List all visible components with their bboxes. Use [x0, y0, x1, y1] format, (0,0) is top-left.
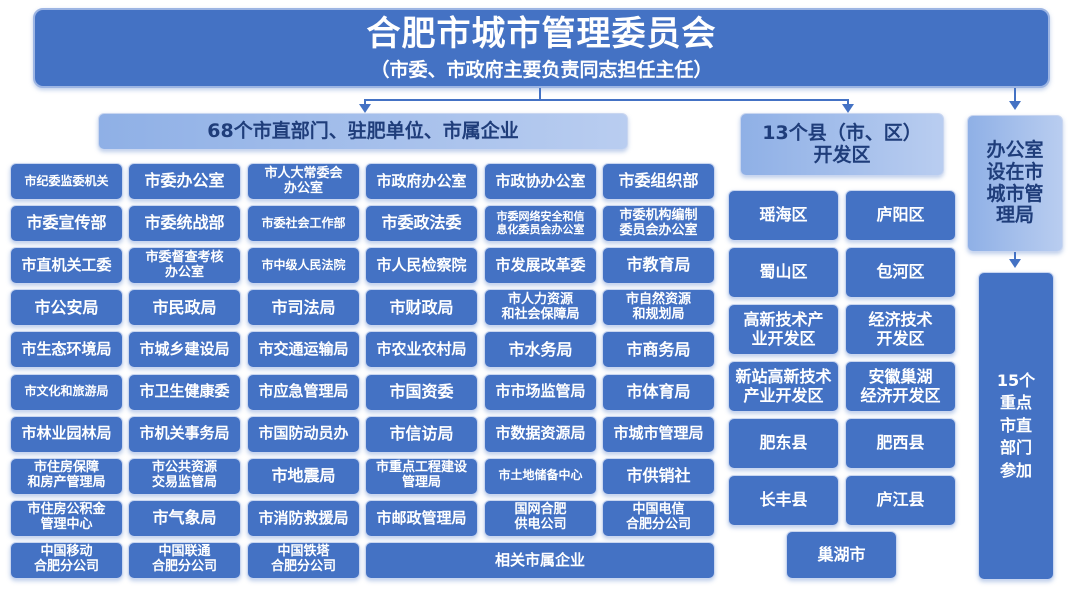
department-box: 市人大常委会 办公室	[247, 163, 360, 200]
county-box: 瑶海区	[728, 190, 839, 241]
department-box: 市财政局	[365, 289, 478, 327]
county-box: 高新技术产 业开发区	[728, 304, 839, 355]
department-box: 市交通运输局	[247, 331, 360, 369]
department-box: 国网合肥 供电公司	[484, 499, 597, 537]
department-box: 中国电信 合肥分公司	[602, 499, 715, 537]
department-box: 市农业农村局	[365, 331, 478, 369]
department-box: 市城乡建设局	[128, 331, 241, 369]
department-box: 相关市属企业	[365, 541, 715, 579]
department-box: 市委政法委	[365, 205, 478, 243]
department-box: 市体育局	[602, 373, 715, 411]
department-box: 市人力资源 和社会保障局	[484, 289, 597, 327]
county-box: 长丰县	[728, 475, 839, 526]
county-box: 肥东县	[728, 418, 839, 469]
connector	[539, 88, 541, 100]
arrow-down-icon	[1009, 259, 1021, 268]
department-box: 市政府办公室	[365, 163, 478, 200]
arrow-down-icon	[842, 104, 854, 113]
office-box: 办公室 设在市 城市管 理局	[967, 115, 1063, 252]
department-box: 市纪委监委机关	[10, 163, 123, 200]
connector	[364, 99, 366, 105]
department-box: 市城市管理局	[602, 415, 715, 453]
county-box: 肥西县	[845, 418, 956, 469]
department-box: 市林业园林局	[10, 415, 123, 453]
department-box: 中国联通 合肥分公司	[128, 541, 241, 579]
department-box: 市地震局	[247, 457, 360, 495]
connector	[1014, 88, 1016, 102]
committee-title-box: 合肥市城市管理委员会 （市委、市政府主要负责同志担任主任）	[33, 8, 1050, 88]
county-box: 庐阳区	[845, 190, 956, 241]
department-box: 市中级人民法院	[247, 247, 360, 285]
department-box: 市住房公积金 管理中心	[10, 499, 123, 537]
department-box: 市机关事务局	[128, 415, 241, 453]
department-box: 市自然资源 和规划局	[602, 289, 715, 327]
county-box: 庐江县	[845, 475, 956, 526]
key-departments-box: 15个 重点 市直 部门 参加	[978, 272, 1054, 580]
counties-header: 13个县（市、区） 开发区	[740, 113, 944, 176]
department-box: 市委机构编制 委员会办公室	[602, 205, 715, 243]
department-box: 市公共资源 交易监管局	[128, 457, 241, 495]
department-box: 中国移动 合肥分公司	[10, 541, 123, 579]
county-box: 包河区	[845, 247, 956, 298]
department-box: 市委网络安全和信 息化委员会办公室	[484, 205, 597, 243]
department-box: 市直机关工委	[10, 247, 123, 285]
county-box: 巢湖市	[786, 531, 897, 579]
department-box: 市国资委	[365, 373, 478, 411]
connector	[364, 99, 849, 101]
county-box: 新站高新技术 产业开发区	[728, 361, 839, 412]
county-box: 安徽巢湖 经济开发区	[845, 361, 956, 412]
arrow-down-icon	[359, 104, 371, 113]
department-box: 市国防动员办	[247, 415, 360, 453]
department-box: 市委宣传部	[10, 205, 123, 243]
department-box: 市土地储备中心	[484, 457, 597, 495]
department-box: 市市场监管局	[484, 373, 597, 411]
connector	[847, 99, 849, 105]
department-box: 市委统战部	[128, 205, 241, 243]
department-box: 市商务局	[602, 331, 715, 369]
department-box: 市民政局	[128, 289, 241, 327]
department-box: 中国铁塔 合肥分公司	[247, 541, 360, 579]
department-box: 市住房保障 和房产管理局	[10, 457, 123, 495]
department-box: 市人民检察院	[365, 247, 478, 285]
department-box: 市政协办公室	[484, 163, 597, 200]
committee-subtitle: （市委、市政府主要负责同志担任主任）	[370, 58, 713, 81]
arrow-down-icon	[1009, 101, 1021, 110]
department-box: 市数据资源局	[484, 415, 597, 453]
department-box: 市文化和旅游局	[10, 373, 123, 411]
committee-title: 合肥市城市管理委员会	[366, 13, 717, 54]
department-box: 市公安局	[10, 289, 123, 327]
department-box: 市应急管理局	[247, 373, 360, 411]
county-box: 经济技术 开发区	[845, 304, 956, 355]
department-box: 市司法局	[247, 289, 360, 327]
department-box: 市卫生健康委	[128, 373, 241, 411]
departments-header: 68个市直部门、驻肥单位、市属企业	[98, 113, 628, 150]
department-box: 市气象局	[128, 499, 241, 537]
department-box: 市生态环境局	[10, 331, 123, 369]
department-box: 市委组织部	[602, 163, 715, 200]
department-box: 市委社会工作部	[247, 205, 360, 243]
connector	[1014, 252, 1016, 260]
county-box: 蜀山区	[728, 247, 839, 298]
department-box: 市信访局	[365, 415, 478, 453]
department-box: 市重点工程建设 管理局	[365, 457, 478, 495]
department-box: 市邮政管理局	[365, 499, 478, 537]
department-box: 市委督查考核 办公室	[128, 247, 241, 285]
department-box: 市供销社	[602, 457, 715, 495]
department-box: 市水务局	[484, 331, 597, 369]
department-box: 市教育局	[602, 247, 715, 285]
department-box: 市发展改革委	[484, 247, 597, 285]
department-box: 市委办公室	[128, 163, 241, 200]
department-box: 市消防救援局	[247, 499, 360, 537]
